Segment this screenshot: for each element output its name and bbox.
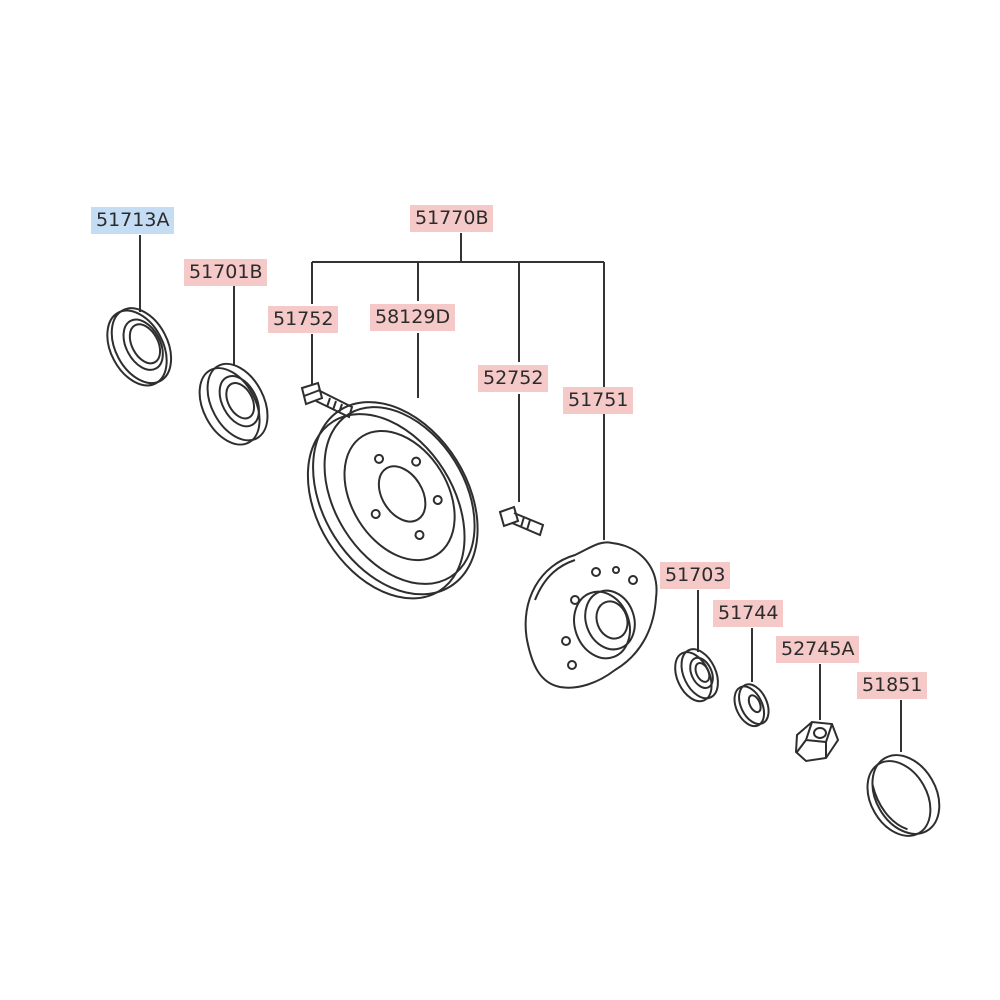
lock-nut-part (794, 720, 840, 763)
part-label-52745A[interactable]: 52745A (776, 636, 860, 663)
leader-lines (139, 233, 902, 752)
part-label-51770B[interactable]: 51770B (410, 205, 494, 232)
wheel-bolt-part (300, 381, 354, 419)
part-label-51703[interactable]: 51703 (660, 562, 731, 589)
part-label-58129D[interactable]: 58129D (370, 304, 456, 331)
brake-disc-part (306, 401, 479, 600)
hub-bolt-part (498, 505, 545, 537)
part-label-52752[interactable]: 52752 (478, 365, 549, 392)
part-label-51744[interactable]: 51744 (713, 600, 784, 627)
inner-bearing-part (198, 362, 269, 446)
part-label-51851[interactable]: 51851 (857, 672, 928, 699)
part-label-51713A[interactable]: 51713A (91, 207, 175, 234)
outer-bearing-part (674, 648, 719, 703)
part-label-51701B[interactable]: 51701B (184, 259, 268, 286)
wheel-hub-part (524, 541, 658, 689)
part-label-51752[interactable]: 51752 (268, 306, 339, 333)
hub-cap-part (866, 754, 941, 837)
washer-part (733, 683, 770, 728)
part-label-51751[interactable]: 51751 (563, 387, 634, 414)
oil-seal-part (106, 307, 173, 387)
